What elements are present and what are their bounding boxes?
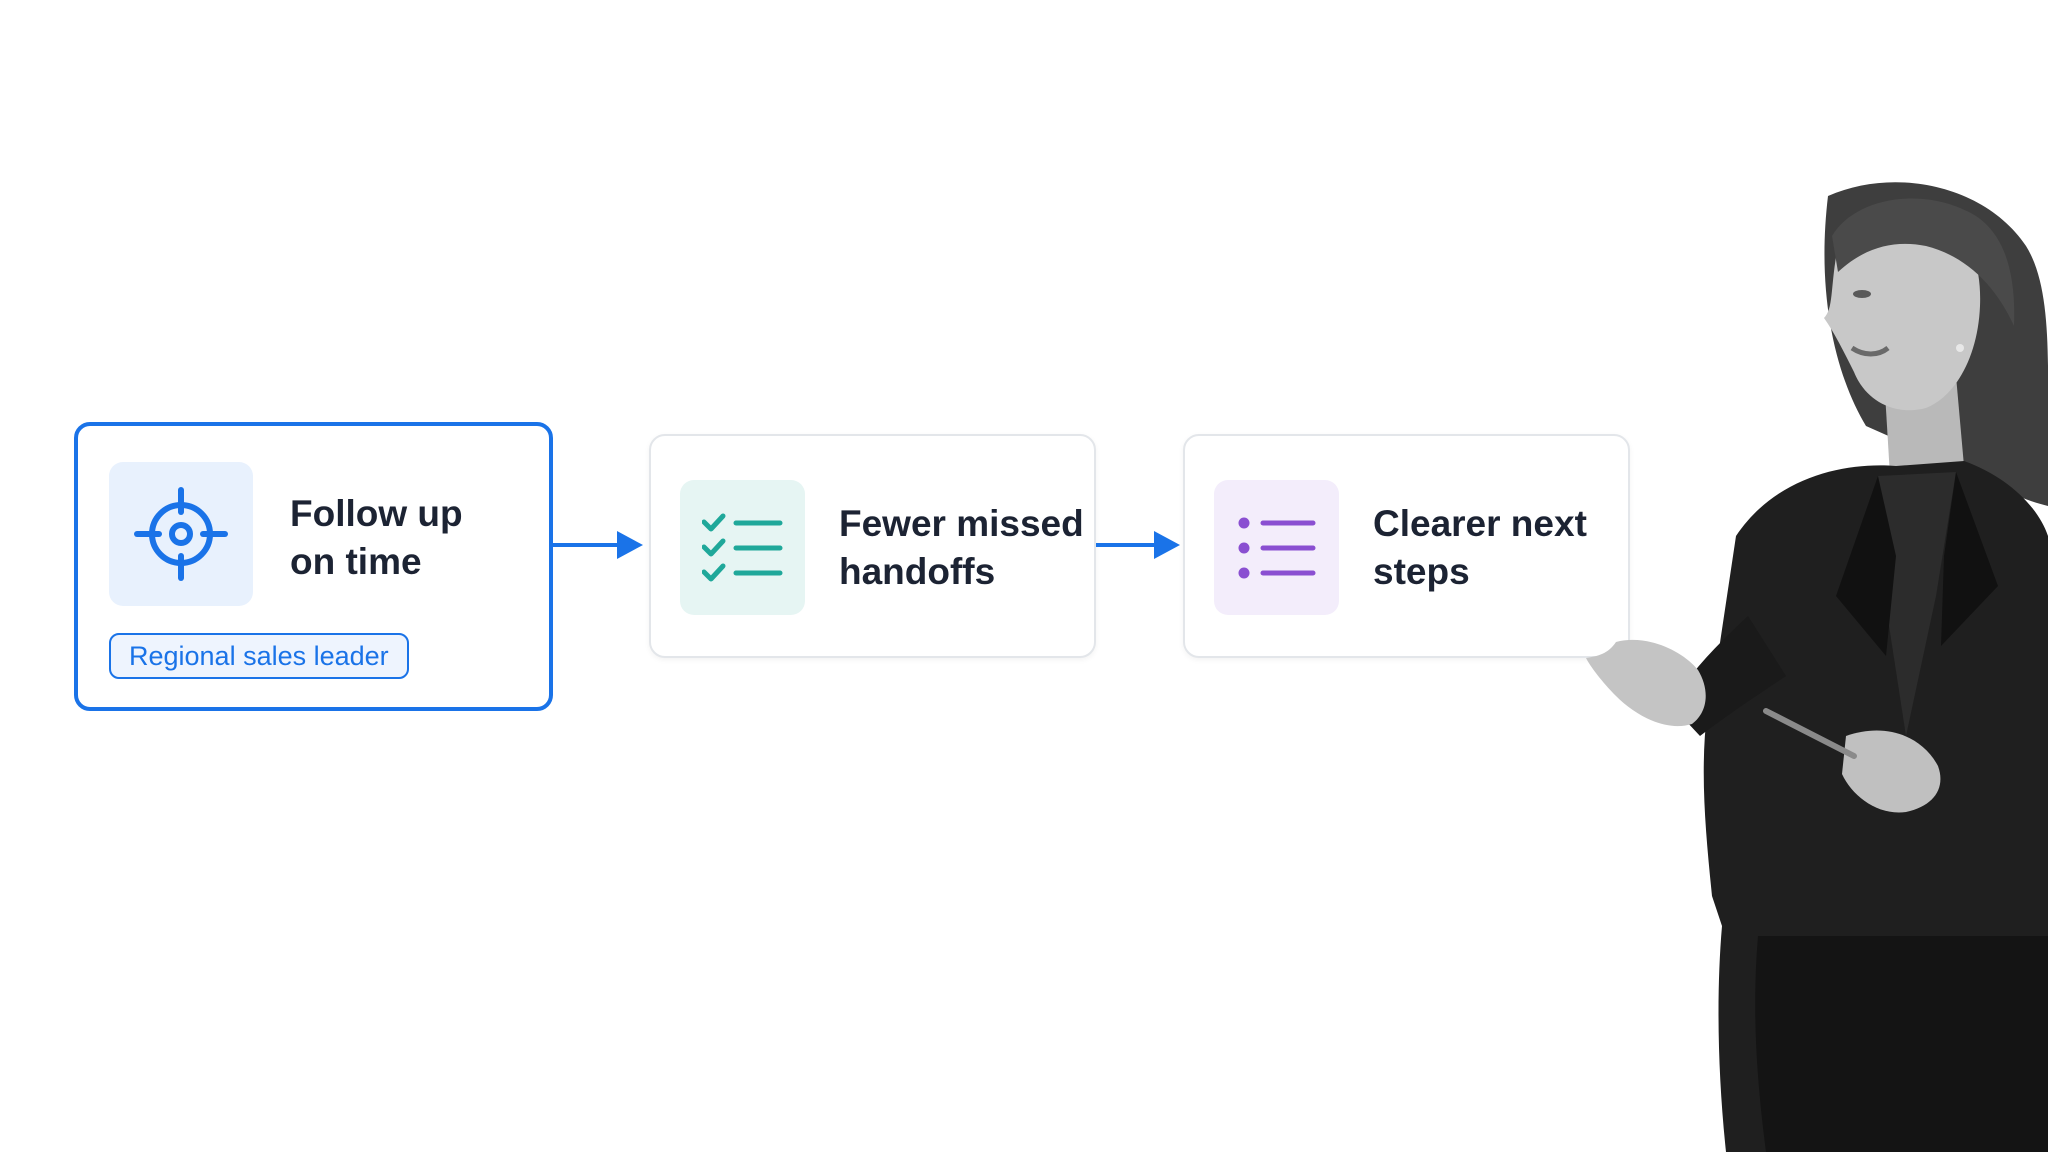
step-title: Follow up on time [290, 493, 463, 582]
bullet-list-icon [1238, 517, 1315, 578]
role-badge: Regional sales leader [109, 633, 409, 679]
step-card-follow-up: Follow up on time Regional sales leader [74, 422, 553, 711]
checklist-icon [701, 513, 782, 581]
step-title: Clearer next steps [1373, 503, 1587, 592]
step-card-clearer-steps: Clearer next steps [1183, 434, 1630, 658]
arrow-right-icon [553, 531, 643, 559]
step-icon-tile [109, 462, 253, 606]
presenter-photo [1586, 182, 2048, 1152]
arrow-right-icon [1096, 531, 1180, 559]
step-title: Fewer missed handoffs [839, 503, 1084, 592]
step-card-fewer-handoffs: Fewer missed handoffs [649, 434, 1096, 658]
step-icon-tile [1214, 480, 1339, 615]
target-crosshair-icon [134, 487, 228, 581]
step-icon-tile [680, 480, 805, 615]
